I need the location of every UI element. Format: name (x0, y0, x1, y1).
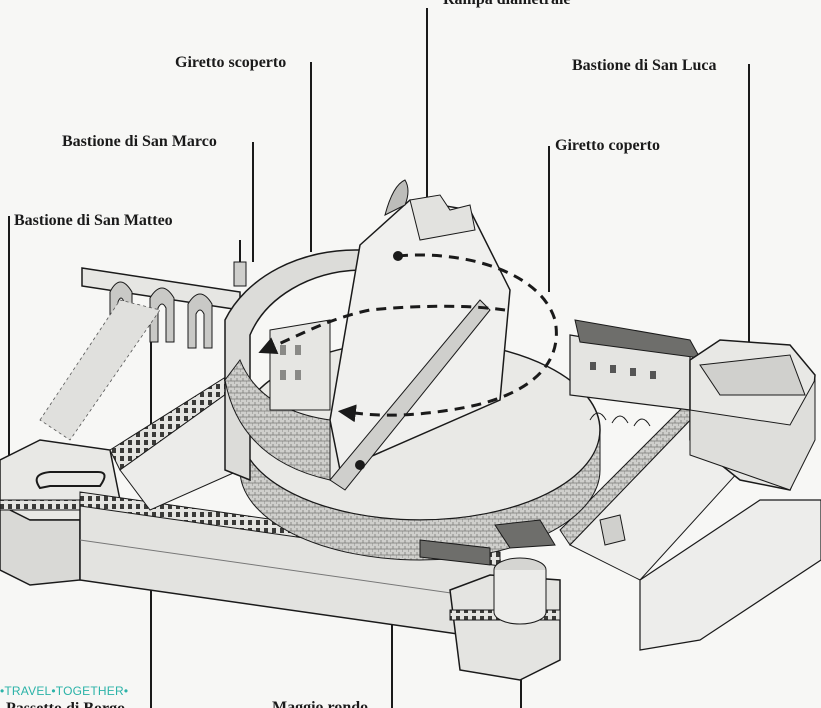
label-giretto-coperto: Giretto coperto (555, 137, 660, 154)
upper-palace (269, 179, 511, 491)
ramp-route (258, 253, 558, 423)
label-rampa-diametrale: Rampa diametrale (443, 0, 571, 9)
label-bastione-san-matteo: Bastione di San Matteo (14, 212, 173, 229)
label-giretto-scoperto: Giretto scoperto (175, 54, 287, 71)
label-bottom-center-cropped: Maggio rondo (272, 699, 369, 708)
passetto-arcade (39, 267, 241, 441)
right-diagonal-wall (559, 399, 821, 651)
label-bottom-left-cropped: Passetto di Borgo (6, 700, 125, 708)
label-bastione-san-luca: Bastione di San Luca (572, 57, 717, 74)
label-bastione-san-marco: Bastione di San Marco (62, 133, 217, 150)
bastione-san-luca-shape (689, 339, 816, 491)
front-corner-bastion (419, 519, 561, 681)
spire (233, 240, 247, 287)
left-diagonal-wall (109, 367, 241, 511)
watermark-text: •TRAVEL•TOGETHER• (0, 684, 129, 698)
